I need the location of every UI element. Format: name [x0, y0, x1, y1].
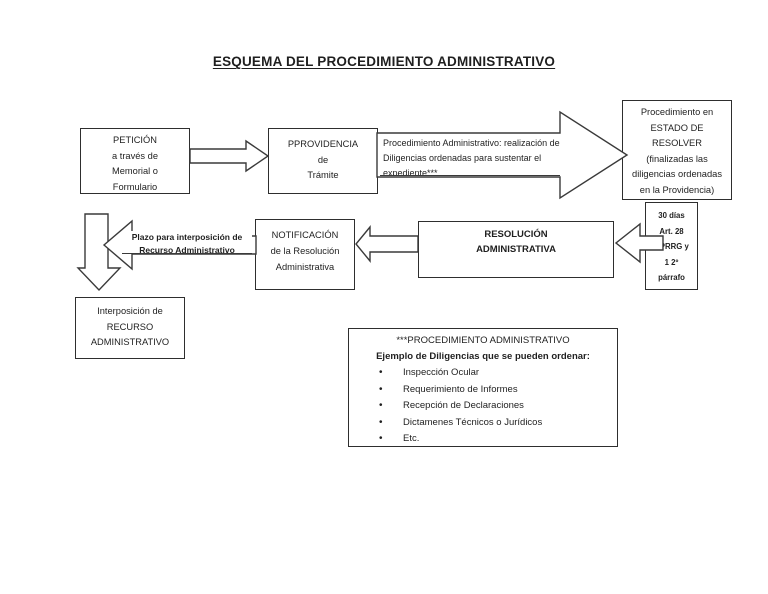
arrow-down-to-interposicion	[76, 213, 122, 292]
arrow-left-resolucion-to-notificacion	[355, 225, 419, 263]
nota-item: • Recepción de Declaraciones	[349, 398, 617, 415]
box-providencia-de-tramite: PPROVIDENCIA de Trámite	[268, 128, 378, 194]
bullet-icon: •	[379, 383, 383, 395]
box-interposicion-line1: Interposición de	[97, 306, 163, 316]
box-dias30-line2: Art. 28	[659, 226, 684, 236]
box-notificacion-line1: NOTIFICACIÓN	[271, 230, 339, 240]
nota-item-text: Inspección Ocular	[403, 367, 480, 378]
label-proc-line1: Procedimiento Administrativo: realizació…	[383, 138, 560, 148]
box-providencia-line1: PPROVIDENCIA	[287, 139, 359, 149]
box-estado-line4: (finalizadas las	[646, 153, 708, 164]
box-notificacion-line2: de la Resolución	[270, 246, 340, 256]
box-peticion-line4: Formulario	[112, 181, 158, 192]
nota-item: • Dictamenes Técnicos o Jurídicos	[349, 415, 617, 432]
nota-item-text: Recepción de Declaraciones	[403, 400, 524, 411]
bullet-icon: •	[379, 416, 383, 428]
nota-item: • Inspección Ocular	[349, 365, 617, 382]
box-notificacion-line3: Administrativa	[275, 262, 335, 272]
label-procedimiento-administrativo: Procedimiento Administrativo: realizació…	[380, 136, 577, 176]
nota-item-text: Dictamenes Técnicos o Jurídicos	[403, 416, 543, 428]
box-peticion-line1: PETICIÓN	[113, 135, 157, 145]
box-dias30-line3: CPRRG y	[654, 242, 689, 251]
box-estado-de-resolver: Procedimiento en ESTADO DE RESOLVER (fin…	[622, 100, 732, 200]
box-estado-line1: Procedimiento en	[640, 107, 714, 117]
box-estado-line5: diligencias ordenadas	[632, 169, 722, 180]
box-peticion-line2: a través de	[112, 150, 158, 161]
box-interposicion-line2: RECURSO	[106, 321, 154, 332]
nota-item-text: Etc.	[403, 433, 420, 444]
label-plazo-line2: Recurso Administrativo	[139, 245, 235, 254]
box-providencia-line2: de	[317, 154, 329, 165]
box-resolucion-administrativa: RESOLUCIÓN ADMINISTRATIVA	[418, 221, 614, 278]
box-peticion-line3: Memorial o	[112, 166, 158, 176]
box-notificacion: NOTIFICACIÓN de la Resolución Administra…	[255, 219, 355, 290]
arrow-right-peticion-to-providencia	[189, 139, 270, 173]
label-proc-line3: expediente***	[383, 168, 438, 176]
nota-subheading: Ejemplo de Diligencias que se pueden ord…	[376, 351, 590, 362]
nota-item: • Requerimiento de Informes	[349, 382, 617, 399]
box-resolucion-line1: RESOLUCIÓN	[484, 229, 548, 240]
nota-item-text: Requerimiento de Informes	[403, 383, 518, 395]
bullet-icon: •	[379, 367, 383, 378]
box-nota-procedimiento: ***PROCEDIMIENTO ADMINISTRATIVO Ejemplo …	[348, 328, 618, 447]
box-estado-line6: en la Providencia)	[639, 184, 715, 195]
label-plazo-interposicion: Plazo para interposición de Recurso Admi…	[122, 231, 252, 254]
box-providencia-line3: Trámite	[307, 170, 339, 180]
box-dias30-line1: 30 días	[658, 211, 685, 220]
bullet-icon: •	[379, 433, 383, 444]
box-dias30-line5: párrafo	[658, 273, 685, 282]
box-plazo-30-dias: 30 días Art. 28 CPRRG y 1 2º párrafo	[645, 202, 698, 290]
label-plazo-line1: Plazo para interposición de	[131, 232, 243, 242]
box-estado-line2: ESTADO DE	[650, 122, 704, 133]
box-estado-line3: RESOLVER	[652, 138, 702, 149]
bullet-icon: •	[379, 400, 383, 411]
box-resolucion-line2: ADMINISTRATIVA	[476, 244, 556, 255]
diagram-title: ESQUEMA DEL PROCEDIMIENTO ADMINISTRATIVO	[212, 54, 556, 69]
box-dias30-line4: 1 2º	[664, 257, 679, 267]
nota-item: • Etc.	[349, 431, 617, 448]
box-interposicion-recurso: Interposición de RECURSO ADMINISTRATIVO	[75, 297, 185, 359]
box-interposicion-line3: ADMINISTRATIVO	[90, 337, 170, 347]
label-proc-line2: Diligencias ordenadas para sustentar el	[383, 153, 542, 163]
box-peticion: PETICIÓN a través de Memorial o Formular…	[80, 128, 190, 194]
nota-heading: ***PROCEDIMIENTO ADMINISTRATIVO	[396, 335, 570, 346]
